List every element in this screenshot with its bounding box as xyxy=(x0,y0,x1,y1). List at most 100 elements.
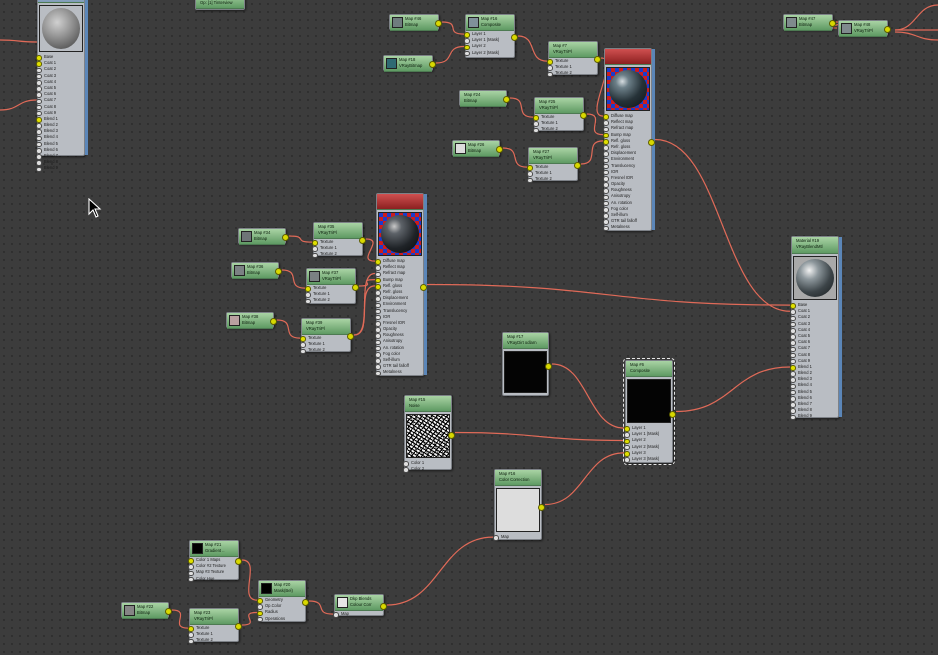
output-socket[interactable] xyxy=(429,61,436,68)
output-socket[interactable] xyxy=(648,138,655,146)
input-socket[interactable]: Texture 1 xyxy=(527,170,577,178)
input-socket[interactable]: Roughness xyxy=(375,332,423,340)
input-socket[interactable]: Texture xyxy=(527,164,577,172)
input-socket[interactable]: Texture 2 xyxy=(527,176,577,184)
input-socket[interactable]: Self-illum xyxy=(375,357,423,365)
input-socket[interactable]: Blend 7 xyxy=(36,153,84,161)
input-socket[interactable]: Coat 2 xyxy=(790,314,838,322)
input-socket[interactable]: Texture 1 xyxy=(312,245,362,253)
input-socket[interactable]: GTR tail falloff xyxy=(603,218,651,226)
input-socket[interactable]: Layer 1 xyxy=(624,425,672,433)
output-socket[interactable] xyxy=(496,146,503,153)
input-socket[interactable]: Geometry xyxy=(257,597,305,605)
input-socket[interactable]: Blend 3 xyxy=(790,376,838,384)
output-socket[interactable] xyxy=(347,333,354,340)
input-socket[interactable]: Texture 2 xyxy=(312,251,362,259)
input-socket[interactable]: Coat 4 xyxy=(36,79,84,86)
output-socket[interactable] xyxy=(594,56,601,63)
input-socket[interactable]: Coat 6 xyxy=(790,339,838,347)
input-socket[interactable]: Blend 9 xyxy=(36,165,84,173)
input-socket[interactable]: Color #2 Texture xyxy=(188,563,238,571)
input-socket[interactable]: Color 2 xyxy=(403,466,451,474)
input-socket[interactable]: Blend 7 xyxy=(790,401,838,409)
input-socket[interactable]: Texture 1 xyxy=(188,631,238,639)
input-socket[interactable]: Texture xyxy=(300,335,350,343)
output-socket[interactable] xyxy=(574,162,581,169)
input-socket[interactable]: Op.Color xyxy=(257,603,305,611)
input-socket[interactable]: Layer 1 (Mask) xyxy=(464,37,514,45)
input-socket[interactable]: Coat 4 xyxy=(790,327,838,334)
output-socket[interactable] xyxy=(235,623,242,630)
input-socket[interactable]: Coat 8 xyxy=(790,352,838,359)
output-socket[interactable] xyxy=(503,96,510,103)
node-header[interactable] xyxy=(38,0,84,3)
input-socket[interactable]: Color 1 Maps xyxy=(188,557,238,565)
input-socket[interactable]: Coat 1 xyxy=(36,60,84,68)
input-socket[interactable]: Blend 4 xyxy=(36,134,84,142)
output-socket[interactable] xyxy=(275,268,282,275)
output-socket[interactable] xyxy=(359,237,366,244)
input-socket[interactable]: Blend 2 xyxy=(36,122,84,130)
input-socket[interactable]: GTR tail falloff xyxy=(375,363,423,371)
input-socket[interactable]: Fog color xyxy=(375,351,423,358)
output-socket[interactable] xyxy=(420,283,427,291)
input-socket[interactable]: Texture xyxy=(547,58,597,66)
input-socket[interactable]: Layer 2 xyxy=(464,43,514,51)
output-socket[interactable] xyxy=(302,599,309,606)
input-socket[interactable]: Blend 4 xyxy=(790,382,838,390)
input-socket[interactable]: Layer 2 xyxy=(624,437,672,445)
input-socket[interactable]: Metalness xyxy=(603,224,651,232)
input-socket[interactable]: Texture 2 xyxy=(188,637,238,645)
input-socket[interactable]: Blend 1 xyxy=(36,116,84,123)
input-socket[interactable]: Color Hue xyxy=(188,576,238,583)
input-socket[interactable]: Texture 2 xyxy=(547,70,597,78)
input-socket[interactable]: Anisotropy xyxy=(603,193,651,201)
output-socket[interactable] xyxy=(270,318,277,325)
input-socket[interactable]: Texture 1 xyxy=(300,341,350,349)
input-socket[interactable]: Displacement xyxy=(375,295,423,303)
output-socket[interactable] xyxy=(282,234,289,241)
input-socket[interactable]: Environment xyxy=(603,156,651,164)
output-socket[interactable] xyxy=(829,20,836,27)
input-socket[interactable]: Diffuse map xyxy=(375,258,423,266)
output-socket[interactable] xyxy=(669,410,676,418)
input-socket[interactable]: Map #3 Texture xyxy=(188,569,238,577)
input-socket[interactable]: Blend 6 xyxy=(36,147,84,154)
output-socket[interactable] xyxy=(435,20,442,27)
input-socket[interactable]: Blend 2 xyxy=(790,370,838,378)
input-socket[interactable]: Operations xyxy=(257,616,305,623)
node-scroll-strip[interactable] xyxy=(839,237,842,417)
input-socket[interactable]: Metalness xyxy=(375,369,423,377)
input-socket[interactable]: Texture 2 xyxy=(533,126,583,134)
input-socket[interactable]: Texture xyxy=(312,239,362,247)
output-socket[interactable] xyxy=(580,112,587,119)
input-socket[interactable]: Opacity xyxy=(603,181,651,189)
node-header[interactable] xyxy=(605,49,651,65)
input-socket[interactable]: Texture xyxy=(533,114,583,122)
